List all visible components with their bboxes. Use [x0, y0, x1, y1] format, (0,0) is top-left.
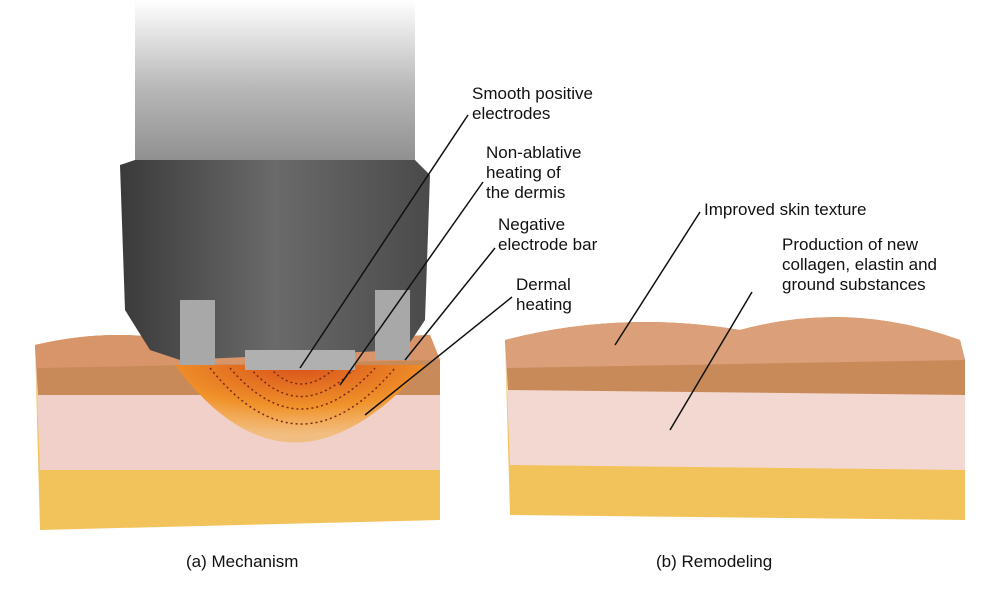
skin-block-b	[505, 317, 965, 520]
label-new-collagen: Production of new collagen, elastin and …	[782, 235, 938, 294]
caption-mechanism: (a) Mechanism	[186, 552, 299, 571]
label-dermal-heating: Dermal heating	[516, 275, 572, 314]
label-improved-skin-texture: Improved skin texture	[704, 200, 867, 219]
skin-block-a	[35, 335, 440, 530]
leader-lines	[299, 114, 753, 431]
label-non-ablative-heating: Non-ablative heating of the dermis	[486, 143, 582, 202]
label-smooth-positive-electrodes: Smooth positive electrodes	[472, 84, 593, 123]
rf-device	[120, 0, 430, 370]
heat-zone	[175, 365, 425, 443]
caption-remodeling: (b) Remodeling	[656, 552, 773, 571]
label-negative-electrode-bar: Negative electrode bar	[498, 215, 598, 254]
